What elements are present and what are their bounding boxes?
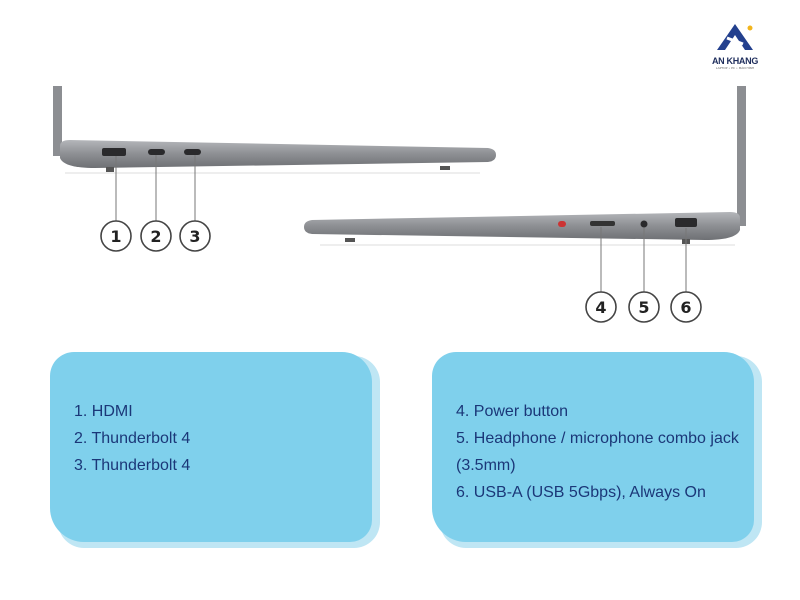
callout-1 — [100, 220, 132, 252]
port-item-6: 6. USB-A (USB 5Gbps), Always On — [456, 484, 706, 501]
right-ports-box: 4. Power button 5. Headphone / microphon… — [432, 352, 762, 548]
callout-6-label: 6 — [680, 298, 691, 317]
callout-5-label: 5 — [638, 298, 649, 317]
callout-4-label: 4 — [595, 298, 606, 317]
callout-1-label: 1 — [110, 227, 121, 246]
thunderbolt-port-1 — [148, 149, 165, 155]
logo-text: AN KHANG — [711, 56, 759, 66]
laptop-right-side — [304, 86, 746, 292]
port-item-4: 4. Power button — [456, 403, 569, 420]
laptop-left-side — [53, 86, 496, 221]
callout-3-label: 3 — [189, 227, 200, 246]
power-button — [590, 221, 615, 226]
logo-mark-icon — [717, 24, 753, 50]
port-item-3: 3. Thunderbolt 4 — [74, 457, 191, 474]
port-item-5: 5. Headphone / microphone combo jack (3.… — [456, 430, 739, 474]
callout-6 — [670, 291, 702, 323]
brand-logo: AN KHANG LAPTOP • PC • MÀN HÌNH — [700, 22, 770, 70]
port-item-1: 1. HDMI — [74, 403, 133, 420]
port-item-2: 2. Thunderbolt 4 — [74, 430, 191, 447]
callout-3 — [179, 220, 211, 252]
left-ports-box: 1. HDMI 2. Thunderbolt 4 3. Thunderbolt … — [50, 352, 380, 548]
audio-jack — [640, 220, 648, 228]
hdmi-port — [102, 148, 126, 156]
thunderbolt-port-2 — [184, 149, 201, 155]
callout-4 — [585, 291, 617, 323]
callout-5 — [628, 291, 660, 323]
logo-tagline: LAPTOP • PC • MÀN HÌNH — [715, 66, 755, 70]
callout-2 — [140, 220, 172, 252]
usb-a-port — [675, 218, 697, 227]
callout-2-label: 2 — [150, 227, 161, 246]
